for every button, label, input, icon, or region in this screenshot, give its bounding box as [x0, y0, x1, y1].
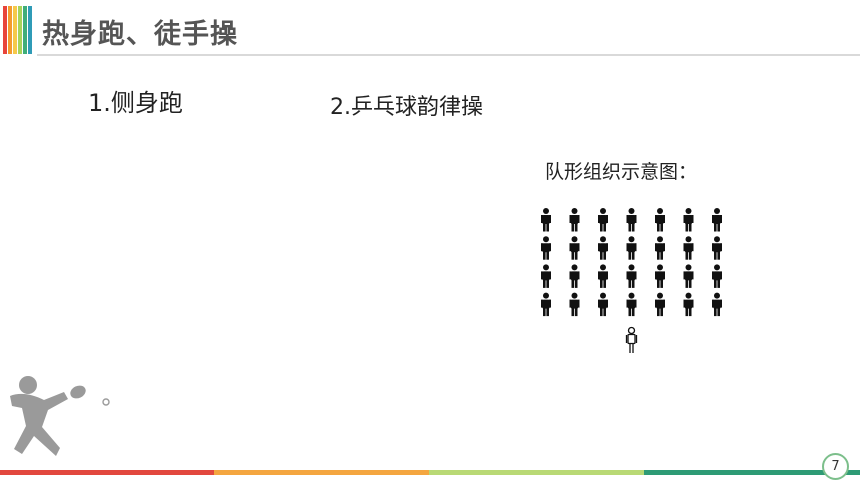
formation-caption: 队形组织示意图： — [545, 161, 698, 183]
bottom-bar-segment — [429, 470, 644, 475]
student-figure — [598, 292, 608, 317]
accent-bar — [23, 6, 27, 54]
student-figure — [683, 208, 694, 232]
accent-bar — [28, 6, 32, 54]
student-figure — [569, 236, 580, 260]
student-figure — [683, 236, 694, 260]
student-figure — [626, 264, 637, 288]
student-figure — [712, 264, 722, 288]
student-figure — [683, 264, 694, 288]
student-figure — [541, 292, 551, 317]
page-number: 7 — [822, 453, 849, 480]
accent-bar — [8, 6, 12, 54]
formation-diagram — [541, 208, 722, 354]
student-figure — [712, 208, 722, 232]
student-figure — [569, 208, 580, 232]
bottom-bar-segment — [214, 470, 429, 475]
student-figure — [626, 292, 637, 317]
student-figure — [655, 264, 665, 288]
slide-title: 热身跑、徒手操 — [42, 19, 238, 50]
student-figure — [626, 208, 637, 232]
student-figure — [541, 264, 551, 288]
teacher-figure — [625, 326, 638, 354]
student-figure — [712, 236, 722, 260]
student-figure — [626, 236, 637, 260]
student-figure — [598, 208, 608, 232]
student-figure — [541, 236, 551, 260]
accent-bar — [13, 6, 17, 54]
student-figure — [541, 208, 551, 232]
student-figure — [683, 292, 694, 317]
student-figure — [655, 236, 665, 260]
accent-bar — [3, 6, 7, 54]
student-figure — [569, 292, 580, 317]
student-figure — [655, 208, 665, 232]
bottom-color-bar — [0, 470, 860, 475]
student-figure — [712, 292, 722, 317]
bottom-bar-segment — [644, 470, 860, 475]
accent-bar — [18, 6, 22, 54]
student-figure — [569, 264, 580, 288]
title-divider — [37, 54, 860, 56]
student-figure — [598, 236, 608, 260]
student-figure — [655, 292, 665, 317]
pingpong-player-icon — [10, 376, 110, 456]
item-side-running: 1.侧身跑 — [88, 89, 183, 117]
bottom-bar-segment — [0, 470, 214, 475]
item-pingpong-rhythm-exercise: 2.乒乓球韵律操 — [330, 95, 483, 120]
student-figure — [598, 264, 608, 288]
title-accent-bars — [3, 6, 33, 54]
